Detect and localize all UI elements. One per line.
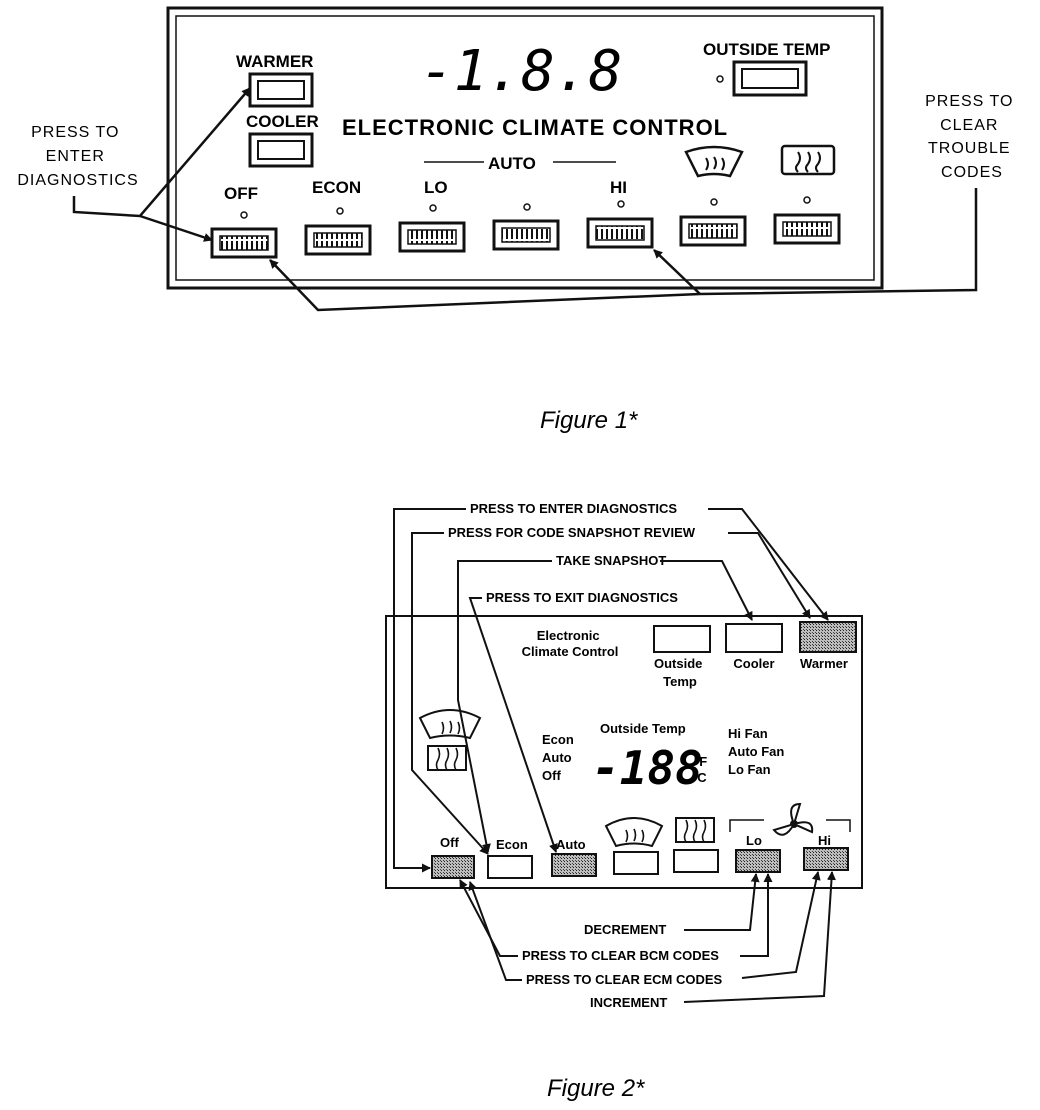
panel-title: ELECTRONIC CLIMATE CONTROL <box>342 115 728 140</box>
callout-clear-ecm-codes: PRESS TO CLEAR ECM CODES <box>526 972 723 987</box>
rear-defrost-icon <box>675 817 715 843</box>
callout-arrow <box>468 597 558 853</box>
hi-label: Hi <box>818 833 831 848</box>
warmer-label: Warmer <box>800 656 848 671</box>
figure-2-caption: Figure 2* <box>547 1075 645 1102</box>
figure-1-caption: Figure 1* <box>540 407 638 434</box>
lo-button[interactable] <box>398 221 466 253</box>
callout-clear-trouble-codes: PRESS TO CLEAR TROUBLE CODES <box>925 93 1019 181</box>
callout-arrow <box>653 249 701 295</box>
rear-defrost-button[interactable] <box>673 849 719 873</box>
indicator-led <box>336 207 344 215</box>
unit-fahrenheit: °F <box>694 754 707 769</box>
callout-arrow <box>683 871 836 1003</box>
callout-arrow <box>72 87 251 218</box>
callout-arrow <box>457 560 552 853</box>
callout-enter-diagnostics: PRESS TO ENTER DIAGNOSTICS <box>17 124 138 189</box>
auto-button[interactable] <box>492 219 560 251</box>
callout-exit-diagnostics: PRESS TO EXIT DIAGNOSTICS <box>486 590 678 605</box>
callout-arrow <box>684 873 760 931</box>
callout-arrow <box>139 214 213 242</box>
panel-1-outer-frame <box>166 6 884 290</box>
callout-arrow <box>728 532 811 619</box>
hi-button[interactable] <box>586 217 654 249</box>
unit-celsius: °C <box>692 770 707 785</box>
cooler-button[interactable] <box>248 132 314 168</box>
warmer-button[interactable] <box>799 621 857 653</box>
indicator-led <box>710 198 718 206</box>
windshield-defrost-icon <box>418 709 482 740</box>
off-button[interactable] <box>210 227 278 259</box>
cooler-label: COOLER <box>246 112 319 131</box>
indicator-led <box>429 204 437 212</box>
hi-button[interactable] <box>803 847 849 871</box>
display-header: Outside Temp <box>600 721 686 736</box>
lo-label: LO <box>424 178 448 197</box>
callout-arrow <box>459 879 518 957</box>
off-label: OFF <box>224 184 258 203</box>
hi-label: HI <box>610 178 627 197</box>
callout-arrow <box>708 508 829 621</box>
callout-arrow <box>660 560 753 621</box>
callout-arrow <box>269 259 701 312</box>
econ-label: ECON <box>312 178 361 197</box>
callout-arrow <box>468 881 522 981</box>
windshield-defrost-button[interactable] <box>679 215 747 247</box>
callout-arrow <box>741 871 821 979</box>
callout-arrow <box>411 532 489 855</box>
callout-arrow <box>393 508 466 873</box>
digital-display: -188 <box>592 741 703 795</box>
fan-icon <box>772 802 814 836</box>
rear-defrost-icon <box>427 745 467 771</box>
rear-defrost-icon <box>780 144 836 176</box>
indicator-led <box>803 196 811 204</box>
outside-temp-button[interactable] <box>653 625 711 653</box>
outside-temp-button[interactable] <box>732 60 808 97</box>
indicator-led <box>240 211 248 219</box>
windshield-defrost-icon <box>604 817 664 848</box>
indicator-led <box>523 203 531 211</box>
rear-defrost-button[interactable] <box>773 213 841 245</box>
outside-temp-label: OUTSIDE TEMP <box>703 40 831 59</box>
digital-display: -1.8.8 <box>420 39 622 104</box>
windshield-defrost-button[interactable] <box>613 851 659 875</box>
auto-button[interactable] <box>551 853 597 877</box>
callout-enter-diagnostics: PRESS TO ENTER DIAGNOSTICS <box>470 501 677 516</box>
windshield-defrost-icon <box>684 145 744 178</box>
warmer-label: WARMER <box>236 52 313 71</box>
outside-temp-label: Outside Temp <box>654 656 706 689</box>
fan-labels: Hi Fan Auto Fan Lo Fan <box>728 726 788 777</box>
cooler-button[interactable] <box>725 623 783 653</box>
econ-button[interactable] <box>304 224 372 256</box>
off-label: Off <box>440 835 459 850</box>
econ-button[interactable] <box>487 855 533 879</box>
lo-button[interactable] <box>735 849 781 873</box>
panel-1-inner-frame <box>175 15 875 281</box>
indicator-led <box>617 200 625 208</box>
figure-1: -1.8.8 WARMER COOLER OUTSIDE TEMP ELECTR… <box>17 6 1019 434</box>
econ-label: Econ <box>496 837 528 852</box>
off-button[interactable] <box>431 855 475 879</box>
warmer-button[interactable] <box>248 72 314 108</box>
callout-increment: INCREMENT <box>590 995 667 1010</box>
panel-title: Electronic Climate Control <box>522 628 619 659</box>
callout-clear-bcm-codes: PRESS TO CLEAR BCM CODES <box>522 948 719 963</box>
callout-take-snapshot: TAKE SNAPSHOT <box>556 553 666 568</box>
figure-2: Electronic Climate Control Outside Temp … <box>385 501 863 1102</box>
auto-label: Auto <box>556 837 586 852</box>
callout-arrow <box>740 873 773 957</box>
callout-code-snapshot-review: PRESS FOR CODE SNAPSHOT REVIEW <box>448 525 696 540</box>
lo-label: Lo <box>746 833 762 848</box>
mode-labels: Econ Auto Off <box>542 732 577 783</box>
indicator-led <box>716 75 724 83</box>
callout-decrement: DECREMENT <box>584 922 666 937</box>
auto-label: AUTO <box>488 154 536 173</box>
cooler-label: Cooler <box>733 656 774 671</box>
panel-2-frame <box>385 615 863 889</box>
